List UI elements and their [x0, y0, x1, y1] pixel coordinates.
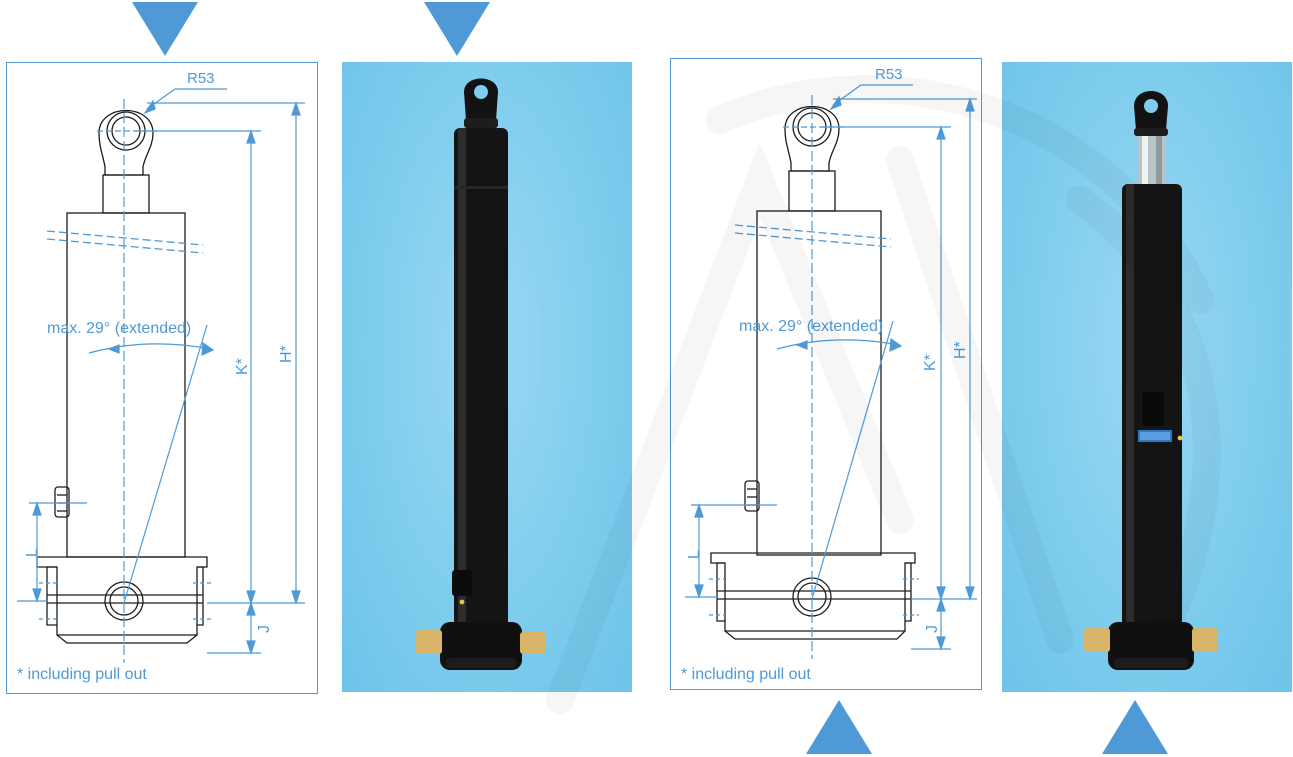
angle-label: max. 29° (extended) — [739, 318, 883, 335]
footnote: * including pull out — [17, 666, 147, 683]
angle-label: max. 29° (extended) — [47, 320, 191, 337]
drawing-panel-right: R53 max. 29° (extended) H* K* L J * incl… — [670, 58, 982, 690]
arrow-down-icon — [132, 2, 198, 56]
dimension-l-label: L — [686, 550, 703, 559]
arrow-up-icon — [806, 700, 872, 754]
dimension-h-label: H* — [952, 341, 969, 359]
dimension-h-label: H* — [278, 345, 295, 363]
drawing-panel-left: R53 max. 29° (extended) H* K* L J * incl… — [6, 62, 318, 694]
technical-drawing: R53 max. 29° (extended) H* K* L J * incl… — [17, 70, 305, 683]
dimension-l-label: L — [24, 548, 41, 557]
dimension-j-label: J — [256, 625, 273, 633]
photo-panel-right — [1002, 62, 1292, 692]
cylinder-photo-retracted — [416, 78, 546, 670]
dimension-k-label: K* — [922, 354, 939, 371]
photo-panel-left — [342, 62, 632, 692]
radius-label: R53 — [187, 70, 215, 87]
technical-drawing: R53 max. 29° (extended) H* K* L J * incl… — [681, 66, 977, 683]
footnote: * including pull out — [681, 666, 811, 683]
arrow-down-icon — [424, 2, 490, 56]
radius-label: R53 — [875, 66, 903, 83]
arrow-up-icon — [1102, 700, 1168, 754]
dimension-j-label: J — [924, 625, 941, 633]
dimension-k-label: K* — [234, 358, 251, 375]
cylinder-photo-partially-extended — [1084, 91, 1218, 670]
